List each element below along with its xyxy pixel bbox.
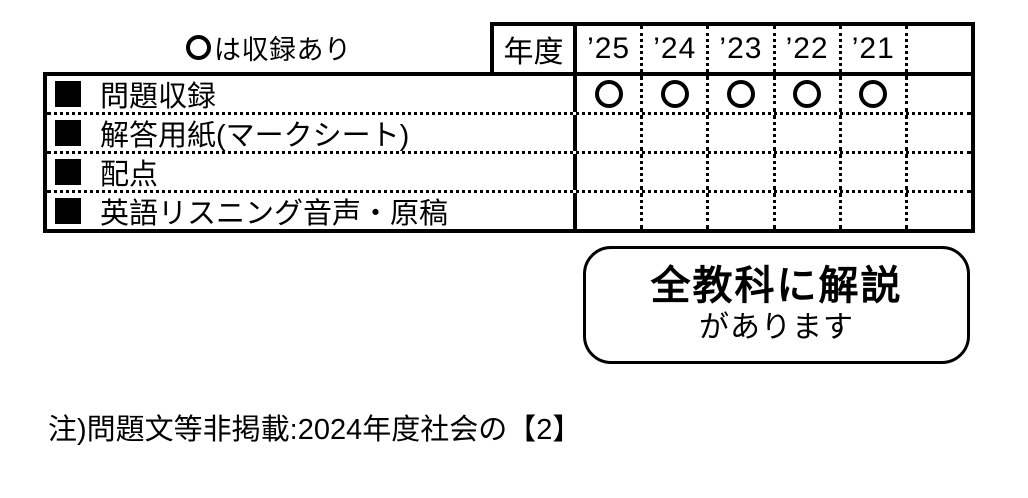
callout-line1: 全教科に解説: [650, 264, 903, 309]
value-cell: [904, 76, 971, 112]
table-row: 解答用紙(マークシート): [47, 112, 971, 152]
year-column-25: ’25: [587, 32, 631, 65]
contents-table: 問題収録解答用紙(マークシート) 配点英語リスニング音声・原稿: [43, 72, 975, 233]
value-cell: [577, 154, 640, 190]
included-circle-icon: [594, 80, 623, 108]
value-cell: [577, 193, 640, 229]
year-column-22: ’22: [772, 26, 839, 72]
legend-text: は収録あり: [214, 34, 352, 65]
value-cell: [640, 115, 706, 151]
callout-box: 全教科に解説 があります: [583, 246, 970, 364]
value-cell: [706, 115, 772, 151]
value-cell: [640, 154, 706, 190]
value-cell: [640, 193, 706, 229]
row-label-cell: 配点: [47, 154, 577, 191]
black-square-icon: [55, 159, 81, 185]
value-cell: [838, 154, 905, 190]
row-label-cell: 解答用紙(マークシート): [47, 115, 577, 152]
value-cell: [706, 76, 772, 112]
row-label: 解答用紙(マークシート): [100, 120, 410, 152]
table-row: 配点: [47, 151, 971, 191]
row-label: 配点: [100, 159, 159, 191]
row-label: 問題収録: [100, 81, 217, 113]
value-cell: [838, 193, 905, 229]
callout-line2: があります: [699, 311, 854, 345]
value-cell: [838, 115, 905, 151]
value-cell: [772, 154, 839, 190]
value-cell: [706, 154, 772, 190]
legend: は収録あり: [186, 30, 352, 65]
year-column-23: ’23: [706, 26, 772, 72]
table-row: 英語リスニング音声・原稿: [47, 190, 971, 230]
black-square-icon: [55, 198, 81, 224]
value-cell: [640, 76, 706, 112]
year-column-empty: [904, 26, 971, 72]
value-cell: [772, 76, 839, 112]
year-columns: ’25 ’24’23’22’21: [577, 26, 971, 72]
included-circle-icon: [660, 80, 689, 108]
year-header: 年度 ’25 ’24’23’22’21: [490, 22, 975, 76]
year-column-24: ’24: [640, 26, 706, 72]
value-cell: [577, 115, 640, 151]
year-column-21: ’21: [838, 26, 905, 72]
included-circle-icon: [859, 80, 888, 108]
included-circle-icon: [726, 80, 755, 108]
value-cell: [904, 115, 971, 151]
black-square-icon: [55, 81, 81, 107]
value-cell: [772, 193, 839, 229]
value-cell: [706, 193, 772, 229]
value-cell: [904, 154, 971, 190]
year-header-label: 年度: [494, 26, 577, 72]
footnote: 注)問題文等非掲載:2024年度社会の【2】: [48, 414, 582, 446]
row-label: 英語リスニング音声・原稿: [100, 198, 449, 230]
black-square-icon: [55, 120, 81, 146]
value-cell: [904, 193, 971, 229]
value-cell: [838, 76, 905, 112]
included-circle-icon: [793, 80, 822, 108]
value-cell: [772, 115, 839, 151]
value-cell: [577, 76, 640, 112]
row-label-cell: 英語リスニング音声・原稿: [47, 193, 577, 230]
row-label-cell: 問題収録: [47, 76, 577, 113]
table-row: 問題収録: [47, 76, 971, 113]
circle-mark-icon: [186, 34, 211, 60]
